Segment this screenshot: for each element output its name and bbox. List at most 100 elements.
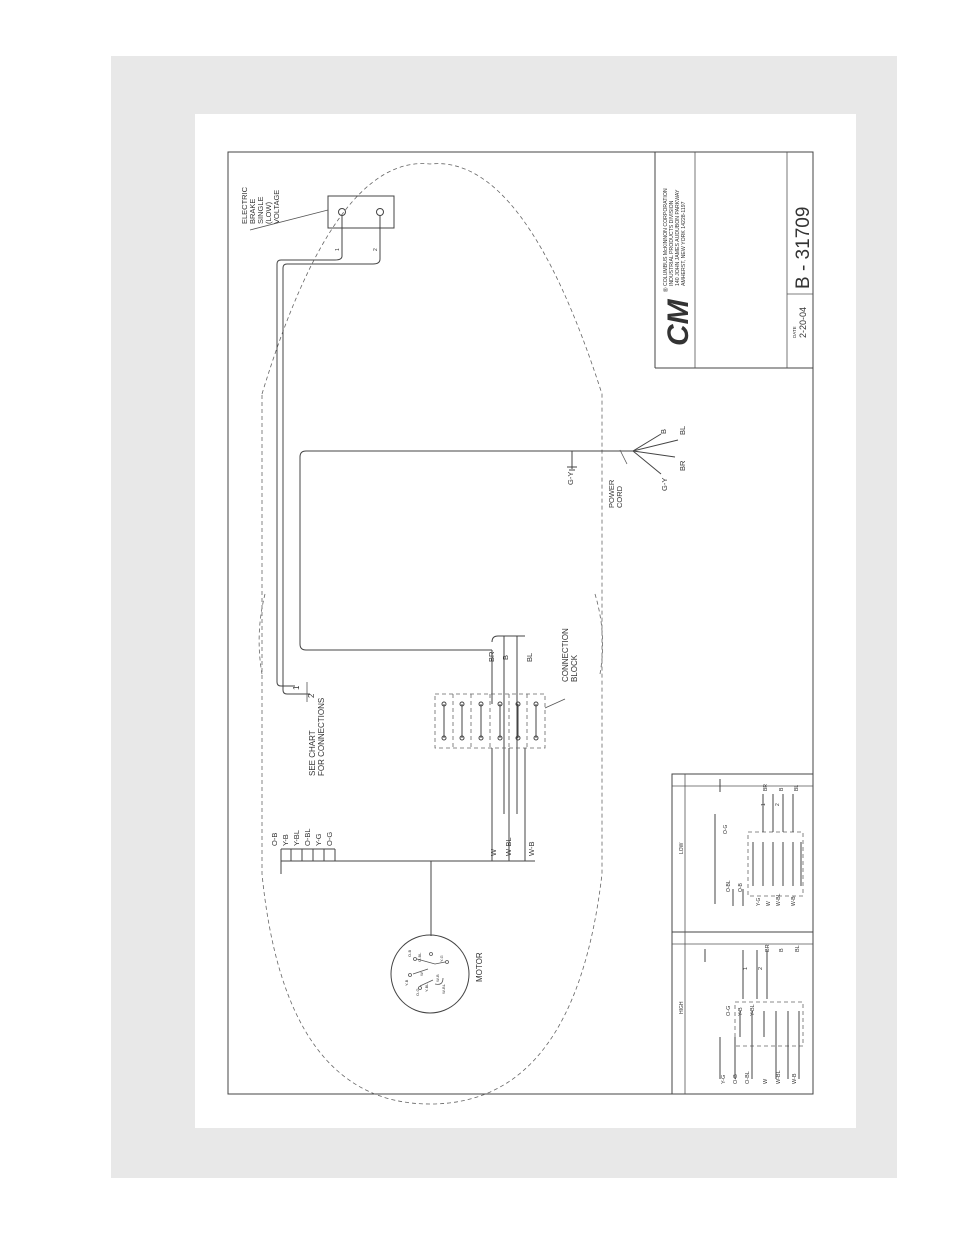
brake-terminal-2 [376, 208, 384, 216]
svg-text:W: W [763, 1078, 769, 1084]
ground-label: G-Y [566, 472, 575, 485]
title-block: CM ® COLUMBUS McKINNON CORPORATION INDUS… [654, 152, 814, 369]
cord-wire-b: B [659, 429, 668, 434]
svg-text:FOR CONNECTIONS: FOR CONNECTIONS [317, 698, 326, 776]
svg-text:CORD: CORD [615, 485, 624, 508]
brake-wire-2-label: 2 [373, 248, 379, 251]
motor-lead-bus [280, 848, 535, 936]
svg-text:O-B: O-B [738, 882, 744, 892]
svg-text:W-BL: W-BL [776, 893, 782, 906]
svg-text:Y-B: Y-B [404, 979, 409, 986]
lead-o-g: O-G [325, 832, 334, 846]
motor-terminal-labels: O-B O-BL Y-G Y-B W O-G Y-BL W-B W-BL [404, 950, 446, 996]
motor-label: MOTOR [475, 952, 484, 982]
svg-text:(LOW): (LOW) [264, 201, 273, 224]
svg-text:SEE CHART: SEE CHART [308, 730, 317, 776]
chart-low-labels: O-BL O-B O-G Y-G W W-BL W-B 1 2 BR B BL [723, 784, 800, 906]
svg-text:BRAKE: BRAKE [248, 199, 257, 224]
lead-w-bl: W-BL [504, 837, 513, 856]
svg-text:W: W [419, 972, 424, 976]
svg-text:W-B: W-B [792, 1073, 798, 1084]
drawing-number: B - 31709 [793, 207, 814, 289]
chart-high-labels: Y-G O-B O-BL W W-BL W-B O-G Y-B Y-BL 1 2… [721, 944, 801, 1084]
block-out-b: B [501, 655, 510, 660]
brake-label: ELECTRIC BRAKE SINGLE (LOW) VOLTAGE [240, 186, 281, 224]
svg-text:W-BL: W-BL [776, 1070, 782, 1084]
svg-text:O-B: O-B [407, 950, 412, 957]
svg-text:Y-B: Y-B [738, 1007, 744, 1016]
hoist-enclosure-outline [261, 163, 603, 1105]
chart-high-label: HIGH [679, 1001, 685, 1014]
svg-text:140 JOHN JAMES AUDUBON PARKWAY: 140 JOHN JAMES AUDUBON PARKWAY [675, 189, 681, 286]
svg-text:BL: BL [794, 785, 800, 791]
power-cord-label: POWER CORD [607, 479, 624, 508]
svg-text:B: B [779, 948, 785, 952]
brake-wire-1-label: 1 [335, 248, 341, 251]
svg-text:Y-G: Y-G [439, 955, 444, 962]
lead-y-b: Y-B [281, 834, 290, 846]
svg-text:CONNECTION: CONNECTION [561, 628, 570, 682]
svg-text:BR: BR [763, 784, 769, 791]
brake-wire-2 [282, 258, 381, 695]
svg-text:2-20-04: 2-20-04 [798, 307, 808, 338]
svg-text:W-BL: W-BL [441, 983, 446, 994]
svg-text:Y-BL: Y-BL [424, 983, 429, 992]
svg-text:O-BL: O-BL [417, 952, 422, 962]
ground-symbol [567, 459, 577, 471]
svg-text:BL: BL [795, 945, 801, 952]
motor [390, 934, 470, 1014]
svg-text:COLUMBUS McKINNON CORPORATION: COLUMBUS McKINNON CORPORATION [663, 188, 669, 286]
block-out-bl: BL [525, 653, 534, 662]
cord-wire-br: BR [678, 460, 687, 471]
see-chart-note: SEE CHART FOR CONNECTIONS [308, 698, 326, 776]
svg-text:INDUSTRIAL PRODUCTS DIVISION: INDUSTRIAL PRODUCTS DIVISION [669, 200, 675, 286]
svg-text:O-G: O-G [726, 1006, 732, 1016]
terminal-2-label: 2 [307, 693, 316, 698]
svg-text:1: 1 [743, 967, 749, 970]
svg-text:AMHERST, NEW YORK 14228-1197: AMHERST, NEW YORK 14228-1197 [681, 201, 687, 286]
company-address: COLUMBUS McKINNON CORPORATION INDUSTRIAL… [663, 188, 687, 286]
cord-wire-g-y: G-Y [660, 478, 669, 491]
svg-text:DATE: DATE [792, 326, 797, 338]
drawing-sheet: CM ® COLUMBUS McKINNON CORPORATION INDUS… [195, 114, 856, 1128]
svg-text:Y-G: Y-G [756, 897, 762, 906]
connection-chart [671, 773, 814, 1095]
svg-text:1: 1 [761, 803, 767, 806]
connection-block [434, 693, 546, 749]
lead-y-g: Y-G [314, 833, 323, 846]
electric-brake [327, 195, 395, 259]
svg-text:W-B: W-B [435, 974, 440, 982]
svg-text:O-BL: O-BL [726, 880, 732, 892]
terminal-1-label: 1 [292, 685, 301, 690]
svg-text:Y-G: Y-G [721, 1075, 727, 1084]
cord-wire-bl: BL [678, 426, 687, 435]
block-out-br: BR [487, 651, 496, 662]
power-cord-wire [299, 450, 633, 644]
svg-text:BR: BR [765, 944, 771, 952]
svg-text:SINGLE: SINGLE [256, 196, 265, 224]
svg-text:O-B: O-B [733, 1074, 739, 1084]
svg-text:W-B: W-B [791, 896, 797, 906]
date-field: DATE 2-20-04 [792, 307, 808, 338]
brake-terminal-1 [338, 208, 346, 216]
chart-high-diagram [704, 949, 804, 1079]
drawing-border [227, 151, 814, 1095]
svg-text:ELECTRIC: ELECTRIC [240, 186, 249, 224]
svg-text:O-BL: O-BL [745, 1071, 751, 1084]
svg-text:O-G: O-G [723, 824, 729, 834]
lead-o-b: O-B [270, 833, 279, 846]
registered-mark: ® [663, 287, 670, 292]
wiring-diagram: CM ® COLUMBUS McKINNON CORPORATION INDUS… [227, 151, 814, 1105]
svg-text:Y-BL: Y-BL [750, 1004, 756, 1016]
connection-block-label: CONNECTION BLOCK [561, 628, 579, 682]
brake-leader [249, 209, 329, 231]
lead-w: W [489, 848, 498, 856]
lead-y-bl: Y-BL [292, 830, 301, 846]
lead-w-b: W-B [527, 842, 536, 856]
svg-text:B: B [779, 787, 785, 791]
svg-text:VOLTAGE: VOLTAGE [272, 190, 281, 224]
svg-text:POWER: POWER [607, 479, 616, 508]
svg-text:O-G: O-G [415, 988, 420, 996]
svg-text:2: 2 [758, 967, 764, 970]
svg-text:CM: CM [662, 298, 695, 346]
